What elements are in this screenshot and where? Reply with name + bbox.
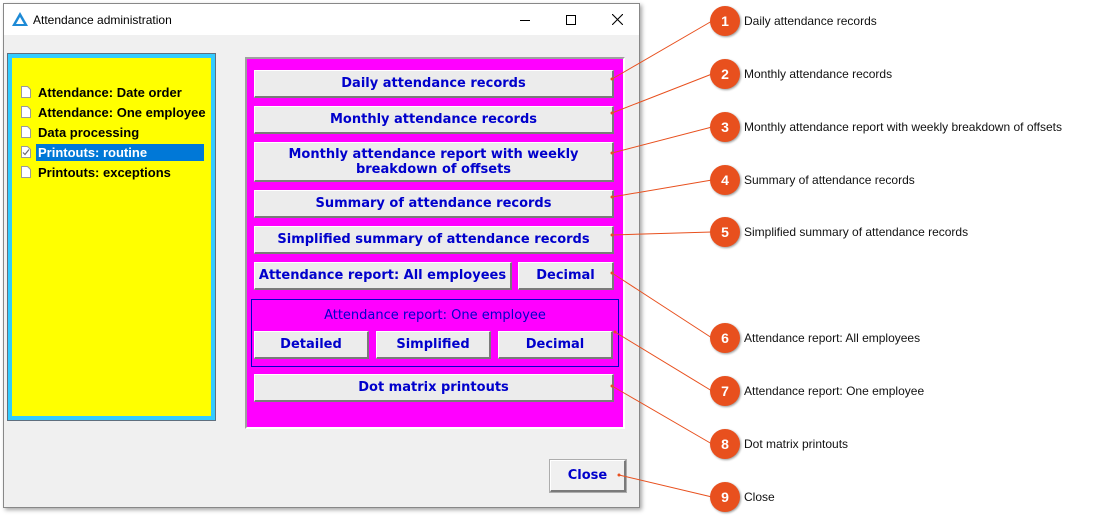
maximize-icon [566, 14, 576, 25]
tree-item-data-processing[interactable]: Data processing [21, 123, 141, 141]
leader-line-6 [611, 272, 713, 339]
simplified-summary-button[interactable]: Simplified summary of attendance records [254, 226, 614, 254]
leader-line-3 [611, 126, 713, 154]
title-bar[interactable]: Attendance administration [4, 4, 639, 35]
callout-text-4: Summary of attendance records [744, 173, 915, 187]
dot-matrix-printouts-button[interactable]: Dot matrix printouts [254, 374, 614, 402]
tree-item-label: Printouts: exceptions [38, 164, 171, 180]
window-close-button[interactable] [594, 4, 640, 35]
document-icon [21, 86, 31, 98]
tree-item-label: Printouts: routine [36, 143, 204, 161]
callout-badge-7: 7 [710, 376, 740, 406]
callout-text-8: Dot matrix printouts [744, 437, 849, 451]
app-logo-icon [12, 12, 28, 26]
one-employee-report-group: Attendance report: One employee Detailed… [251, 299, 619, 367]
minimize-icon [520, 19, 530, 21]
window-title: Attendance administration [33, 13, 172, 27]
callout-badge-2: 2 [710, 59, 740, 89]
callout-text-6: Attendance report: All employees [744, 331, 921, 345]
maximize-button[interactable] [548, 4, 594, 35]
attendance-window: Attendance administration Attendance: Da… [3, 3, 640, 508]
leader-line-2 [611, 73, 713, 114]
tree-item-label: Attendance: One employee [38, 104, 206, 120]
close-button[interactable]: Close [550, 460, 626, 492]
callout-text-9: Close [744, 490, 775, 504]
callout-badge-4: 4 [710, 165, 740, 195]
tree-list: Attendance: Date order Attendance: One e… [12, 58, 211, 416]
monthly-attendance-button[interactable]: Monthly attendance records [254, 106, 614, 134]
monthly-weekly-breakdown-button[interactable]: Monthly attendance report with weekly br… [254, 142, 614, 182]
one-employee-decimal-button[interactable]: Decimal [498, 331, 613, 359]
tree-item-printouts-routine[interactable]: Printouts: routine [21, 143, 204, 161]
callout-badge-6: 6 [710, 323, 740, 353]
callout-text-7: Attendance report: One employee [744, 384, 925, 398]
tree-item-printouts-exceptions[interactable]: Printouts: exceptions [21, 163, 173, 181]
callout-text-3: Monthly attendance report with weekly br… [744, 120, 1062, 134]
close-icon [611, 14, 623, 25]
one-employee-simplified-button[interactable]: Simplified [376, 331, 491, 359]
daily-attendance-button[interactable]: Daily attendance records [254, 70, 614, 98]
callout-text-1: Daily attendance records [744, 14, 877, 28]
leader-line-5 [611, 231, 713, 236]
document-icon [21, 106, 31, 118]
all-employees-decimal-button[interactable]: Decimal [518, 262, 614, 290]
document-icon [21, 166, 31, 178]
tree-item-attendance-one-employee[interactable]: Attendance: One employee [21, 103, 208, 121]
callout-text-2: Monthly attendance records [744, 67, 893, 81]
leader-line-7 [614, 331, 713, 392]
leader-line-4 [611, 179, 713, 198]
all-employees-report-button[interactable]: Attendance report: All employees [254, 262, 512, 290]
callout-badge-1: 1 [710, 6, 740, 36]
leader-line-8 [611, 385, 713, 445]
printouts-panel: Daily attendance records Monthly attenda… [245, 57, 625, 429]
tree-item-label: Data processing [38, 124, 140, 140]
tree-item-attendance-date-order[interactable]: Attendance: Date order [21, 83, 184, 101]
document-icon [21, 126, 31, 138]
minimize-button[interactable] [502, 4, 548, 35]
tree-item-label: Attendance: Date order [38, 84, 182, 100]
callout-badge-5: 5 [710, 217, 740, 247]
callout-badge-8: 8 [710, 429, 740, 459]
one-employee-group-title: Attendance report: One employee [324, 308, 546, 323]
report-category-tree: Attendance: Date order Attendance: One e… [7, 53, 216, 421]
leader-line-1 [611, 20, 713, 80]
summary-attendance-button[interactable]: Summary of attendance records [254, 190, 614, 218]
callout-badge-9: 9 [710, 482, 740, 512]
document-checked-icon [21, 146, 31, 158]
callout-badge-3: 3 [710, 112, 740, 142]
callout-text-5: Simplified summary of attendance records [744, 225, 969, 239]
leader-line-9 [618, 474, 713, 498]
one-employee-detailed-button[interactable]: Detailed [254, 331, 369, 359]
